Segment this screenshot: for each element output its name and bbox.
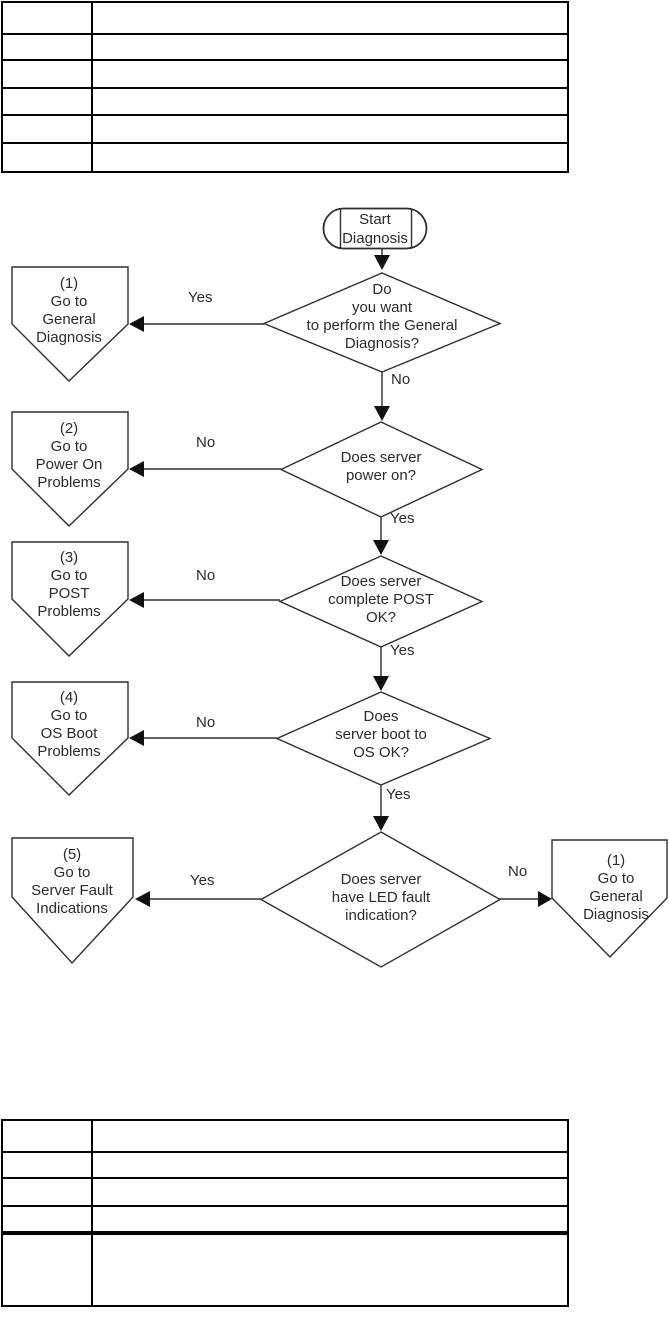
- decision-diamond-5: [259, 831, 502, 968]
- table-cell: [1, 142, 93, 173]
- table-cell: [91, 1205, 569, 1234]
- table-row: [1, 87, 569, 116]
- table-row: [1, 59, 569, 89]
- decision-diamond-2: [279, 421, 484, 518]
- table-cell: [1, 1177, 93, 1207]
- branch-label-yes-1: Yes: [188, 289, 213, 306]
- arrow-down-icon: [374, 255, 390, 270]
- table-cell: [91, 142, 569, 173]
- offpage-connector-2: [11, 411, 129, 527]
- branch-label-yes-3: Yes: [390, 642, 415, 659]
- decision-diamond-4: [275, 691, 492, 786]
- arrow-left-icon: [129, 730, 144, 746]
- arrow-left-icon: [129, 316, 144, 332]
- table-cell: [91, 1119, 569, 1153]
- table-row: [1, 1, 569, 35]
- branch-label-no-4: No: [196, 714, 216, 731]
- table-cell: [91, 1177, 569, 1207]
- table-cell: [1, 114, 93, 144]
- table-cell: [91, 114, 569, 144]
- decision-4-label: Does server boot to OS OK?: [335, 708, 427, 761]
- table-row: [1, 1177, 569, 1207]
- table-cell: [1, 1, 93, 35]
- offpage-connector-4: [11, 681, 129, 796]
- table-cell: [91, 1151, 569, 1179]
- arrow-left-icon: [135, 891, 150, 907]
- table-cell: [1, 1151, 93, 1179]
- arrow-left-icon: [129, 461, 144, 477]
- table-cell: [1, 59, 93, 89]
- offpage-connector-6: [551, 839, 668, 959]
- decision-3-label: Does server complete POST OK?: [328, 573, 434, 626]
- top-table: [1, 1, 569, 173]
- branch-label-yes-5: Yes: [190, 872, 215, 889]
- decision-5-label: Does server have LED fault indication?: [331, 871, 431, 924]
- decision-2-label: Does server power on?: [340, 449, 422, 484]
- offpage-connector-1: [11, 266, 129, 382]
- table-row: [1, 1205, 569, 1234]
- table-cell: [91, 87, 569, 116]
- branch-label-no-2: No: [196, 434, 216, 451]
- arrow-down-icon: [373, 540, 389, 555]
- table-cell: [1, 1205, 93, 1234]
- branch-label-no-1: No: [391, 371, 411, 388]
- branch-label-yes-2: Yes: [390, 510, 415, 527]
- table-row: [1, 1151, 569, 1179]
- connector-2-label: (2) Go to Power On Problems: [35, 420, 103, 491]
- decision-1-label: Do you want to perform the General Diagn…: [306, 281, 458, 352]
- connector-1-label: (1) Go to General Diagnosis: [36, 275, 102, 346]
- offpage-connector-5: [11, 837, 134, 965]
- start-terminator: [322, 207, 428, 250]
- table-cell: [91, 1231, 569, 1307]
- decision-diamond-3: [278, 555, 484, 648]
- arrow-down-icon: [374, 406, 390, 421]
- connector-5-label: (5) Go to Server Fault Indications: [31, 846, 113, 917]
- table-row: [1, 114, 569, 144]
- bottom-table: [1, 1119, 569, 1307]
- branch-label-no-3: No: [196, 567, 216, 584]
- offpage-connector-3: [11, 541, 129, 657]
- table-cell: [1, 33, 93, 61]
- table-cell: [91, 59, 569, 89]
- table-cell: [91, 1, 569, 35]
- arrow-down-icon: [373, 676, 389, 691]
- decision-diamond-1: [262, 272, 502, 373]
- table-row: [1, 1119, 569, 1153]
- arrow-left-icon: [129, 592, 144, 608]
- branch-label-yes-4: Yes: [386, 786, 411, 803]
- table-cell: [91, 33, 569, 61]
- arrow-down-icon: [373, 816, 389, 831]
- start-node-label: Start Diagnosis: [342, 211, 408, 247]
- arrow-right-icon: [538, 891, 552, 907]
- table-cell: [1, 1231, 93, 1307]
- table-cell: [1, 87, 93, 116]
- connector-4-label: (4) Go to OS Boot Problems: [37, 689, 101, 760]
- table-row: [1, 1231, 569, 1307]
- table-row: [1, 142, 569, 173]
- connector-3-label: (3) Go to POST Problems: [37, 549, 101, 620]
- connector-6-label: (1) Go to General Diagnosis: [583, 852, 649, 923]
- branch-label-no-5: No: [508, 863, 528, 880]
- table-cell: [1, 1119, 93, 1153]
- table-row: [1, 33, 569, 61]
